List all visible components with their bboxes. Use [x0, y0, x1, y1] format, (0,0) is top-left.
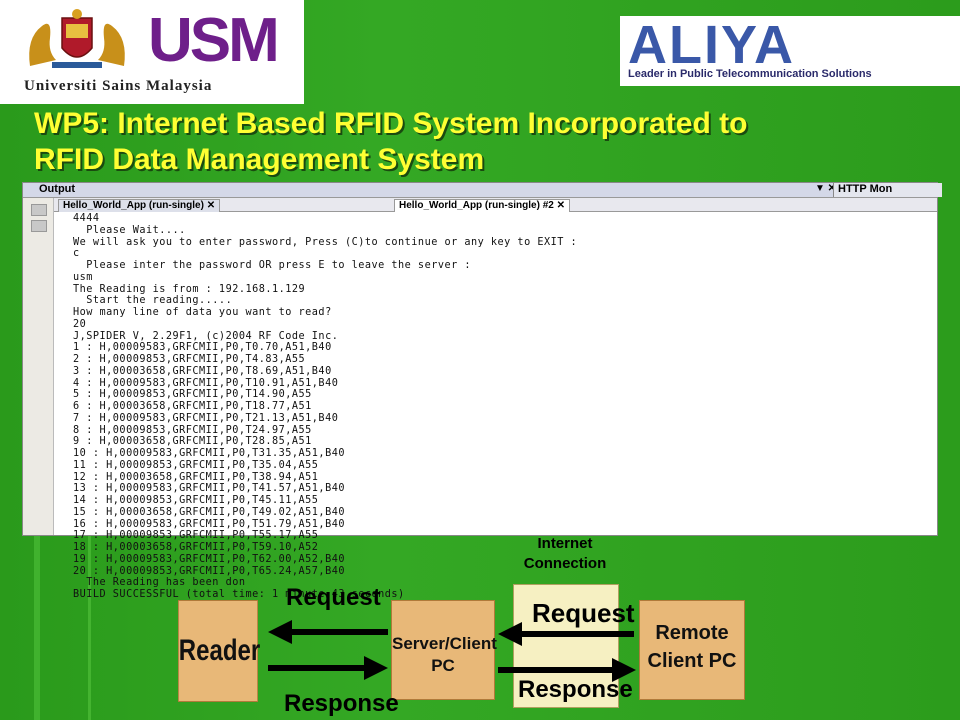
usm-wordmark: USM [148, 6, 280, 75]
slide-title: WP5: Internet Based RFID System Incorpor… [34, 106, 934, 178]
usm-crest-icon [29, 9, 125, 68]
console-line: Start the reading..... [73, 295, 233, 307]
stop-icon[interactable] [31, 220, 47, 232]
console-line: 1 : H,00009583,GRFCMII,P0,T0.70,A51,B40 [73, 342, 332, 354]
request-label-left: Request [286, 584, 381, 611]
title-line-1: WP5: Internet Based RFID System Incorpor… [34, 107, 748, 140]
console-line: 12 : H,00003658,GRFCMII,P0,T38.94,A51 [73, 471, 319, 483]
rerun-icon[interactable] [31, 204, 47, 216]
internet-label-line2: Connection [523, 555, 607, 572]
aliya-tagline: Leader in Public Telecommunication Solut… [628, 68, 872, 80]
tab-run-single[interactable]: Hello_World_App (run-single) ✕ [58, 199, 221, 212]
reader-box: Reader [178, 600, 260, 702]
aliya-logo: ALIYA Leader in Public Telecommunication… [620, 16, 960, 86]
console-line: 17 : H,00009853,GRFCMII,P0,T55.17,A55 [73, 530, 319, 542]
console-line: 20 [73, 318, 87, 330]
tab-label: Hello_World_App (run-single) #2 [399, 200, 554, 211]
tab-run-single-2[interactable]: Hello_World_App (run-single) #2 ✕ [394, 199, 571, 212]
console-line: 19 : H,00009583,GRFCMII,P0,T62.00,A52,B4… [73, 553, 345, 565]
console-line: The Reading is from : 192.168.1.129 [73, 283, 306, 295]
server-label-line2: PC [431, 656, 455, 675]
console-line: 16 : H,00009583,GRFCMII,P0,T51.79,A51,B4… [73, 518, 345, 530]
server-label-line1: Server/Client [392, 634, 497, 653]
console-line: 20 : H,00009853,GRFCMII,P0,T65.24,A57,B4… [73, 565, 345, 577]
console-line: 15 : H,00003658,GRFCMII,P0,T49.02,A51,B4… [73, 506, 345, 518]
console-line: 14 : H,00009853,GRFCMII,P0,T45.11,A55 [73, 495, 319, 506]
console-line: We will ask you to enter password, Press… [73, 236, 578, 248]
console-line: usm [73, 271, 93, 283]
console-line: Please Wait.... [73, 224, 186, 236]
remote-label-line1: Remote [655, 622, 729, 644]
panel-menu-icon[interactable]: ▼ ✕ [815, 183, 837, 194]
console-line: J,SPIDER V, 2.29F1, (c)2004 RF Code Inc. [73, 330, 339, 342]
console-line: 3 : H,00003658,GRFCMII,P0,T8.69,A51,B40 [73, 365, 332, 377]
console-line: The Reading has been don [73, 577, 246, 589]
console-line: 9 : H,00003658,GRFCMII,P0,T28.85,A51 [73, 436, 312, 448]
console-output[interactable]: 4444 Please Wait....We will ask you to e… [73, 213, 935, 600]
response-label-right: Response [518, 676, 633, 703]
tab-label: Hello_World_App (run-single) [63, 200, 204, 211]
internet-connection-label: Internet Connection [516, 534, 614, 574]
aliya-wordmark: ALIYA [628, 15, 796, 75]
console-line: 4444 [73, 213, 100, 224]
usm-name: Universiti Sains Malaysia [24, 78, 213, 94]
remote-client-box: Remote Client PC [639, 600, 745, 700]
console-line: How many line of data you want to read? [73, 307, 332, 318]
console-line: 10 : H,00009583,GRFCMII,P0,T31.35,A51,B4… [73, 448, 345, 459]
console-line: Please inter the password OR press E to … [73, 260, 472, 271]
response-label-left: Response [284, 690, 399, 717]
output-panel-title: Output [39, 183, 76, 195]
console-line: 8 : H,00009853,GRFCMII,P0,T24.97,A55 [73, 424, 312, 436]
output-tabs: Hello_World_App (run-single) ✕ Hello_Wor… [54, 198, 937, 212]
decorative-stripe [88, 530, 91, 720]
console-line: 6 : H,00003658,GRFCMII,P0,T18.77,A51 [73, 401, 312, 412]
remote-label-line2: Client PC [647, 650, 737, 672]
decorative-stripe [34, 530, 40, 720]
close-icon[interactable]: ✕ [556, 200, 566, 211]
console-line: c [73, 248, 80, 260]
console-line: 11 : H,00009853,GRFCMII,P0,T35.04,A55 [73, 459, 319, 471]
usm-logo: USM Universiti Sains Malaysia [0, 0, 304, 104]
console-line: 2 : H,00009853,GRFCMII,P0,T4.83,A55 [73, 354, 306, 365]
close-icon[interactable]: ✕ [206, 200, 216, 211]
console-line: 18 : H,00003658,GRFCMII,P0,T59.10,A52 [73, 542, 319, 553]
http-monitor-tab[interactable]: HTTP Mon [833, 183, 942, 197]
title-line-2: RFID Data Management System [34, 143, 485, 176]
console-line: 4 : H,00009583,GRFCMII,P0,T10.91,A51,B40 [73, 377, 339, 389]
console-line: 5 : H,00009853,GRFCMII,P0,T14.90,A55 [73, 389, 312, 401]
console-line: BUILD SUCCESSFUL (total time: 1 minute 4… [73, 589, 405, 600]
server-client-box: Server/Client PC [391, 600, 497, 700]
output-toolbar [23, 198, 54, 535]
internet-label-line1: Internet [537, 535, 593, 552]
output-panel-header: Output ▼ ✕ HTTP Mon [23, 183, 942, 198]
console-line: 7 : H,00009583,GRFCMII,P0,T21.13,A51,B40 [73, 412, 339, 424]
console-line: 13 : H,00009583,GRFCMII,P0,T41.57,A51,B4… [73, 483, 345, 495]
ide-output-window: Output ▼ ✕ HTTP Mon Hello_World_App (run… [22, 182, 942, 600]
internet-connection-box [513, 584, 619, 708]
request-label-right: Request [532, 598, 635, 628]
